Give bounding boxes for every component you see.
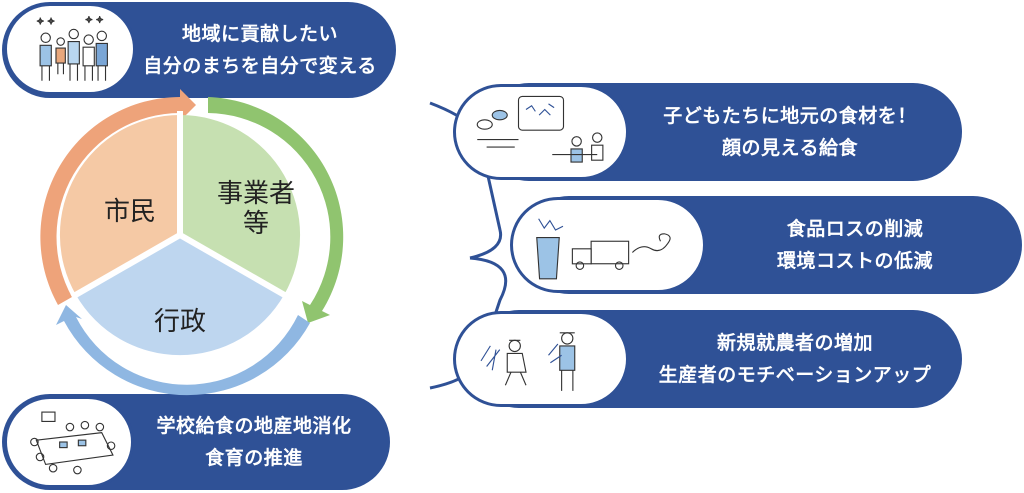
cycle-svg: [40, 89, 344, 396]
benefit2-line1: 食品ロスの削減: [786, 218, 924, 240]
cycle-arrow-2: [56, 305, 310, 396]
cycle-arrow-0: [40, 89, 197, 305]
benefit3-line1: 新規就農者の増加: [716, 332, 873, 354]
citizens-illustration: ✦ ✦ ✦ ✦: [4, 3, 136, 95]
school-lunch-illustration: [453, 84, 629, 180]
svg-text:✦ ✦: ✦ ✦: [36, 17, 55, 28]
svg-text:✦ ✦: ✦ ✦: [85, 15, 104, 26]
admin-line2: 食育の推進: [205, 447, 303, 469]
three-party-cycle-diagram: 市民 事業者 等 行政: [40, 85, 370, 405]
admin-line1: 学校給食の地産地消化: [156, 415, 352, 437]
citizen-line1: 地域に貢献したい: [181, 23, 338, 45]
food-loss-illustration: [510, 197, 706, 293]
label-businesses: 事業者 等: [216, 179, 295, 239]
cycle-arrow-1: [208, 97, 344, 323]
benefit3-line2: 生産者のモチベーションアップ: [658, 364, 932, 386]
citizen-line2: 自分のまちを自分で変える: [143, 55, 377, 77]
benefit1-line1: 子どもたちに地元の食材を！: [663, 105, 917, 127]
label-government: 行政: [153, 307, 206, 337]
benefit1-line2: 顔の見える給食: [722, 137, 858, 159]
meeting-illustration: [4, 396, 134, 488]
benefit2-line2: 環境コストの低減: [776, 250, 933, 272]
label-citizens: 市民: [103, 197, 156, 227]
farmers-illustration: [453, 311, 629, 407]
